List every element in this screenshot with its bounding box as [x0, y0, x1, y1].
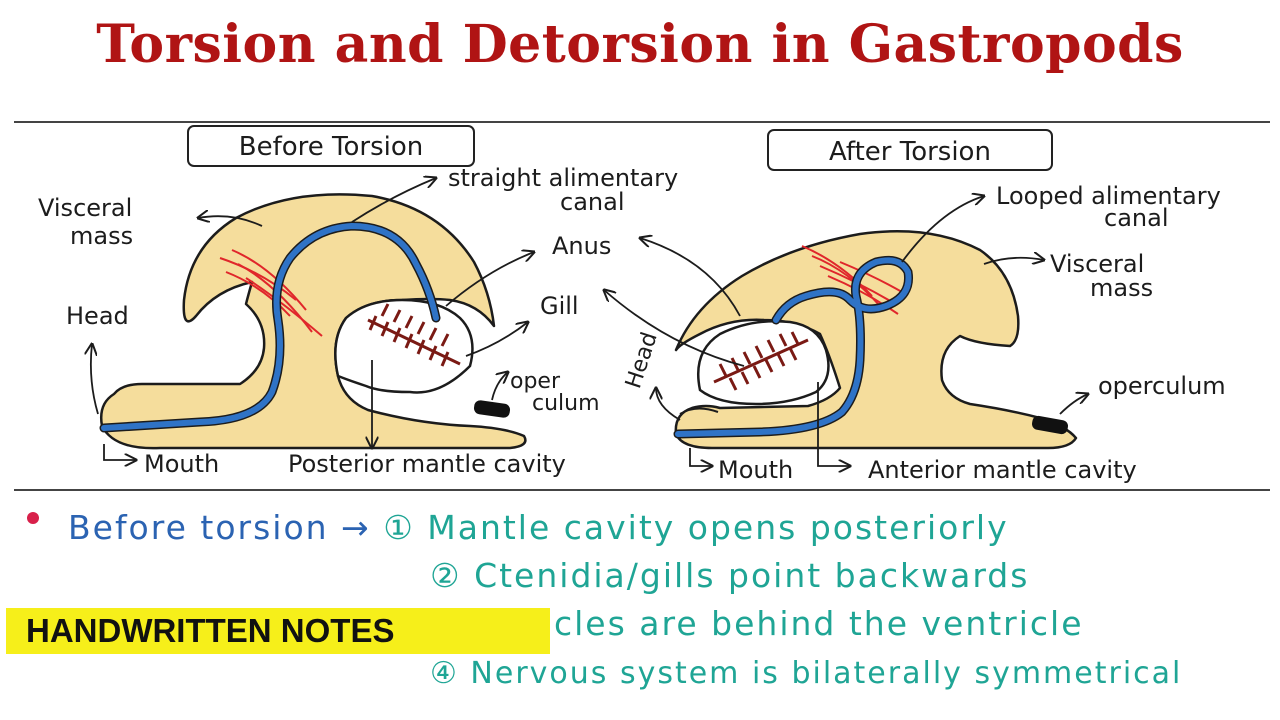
before-torsion-heading-box [187, 125, 475, 167]
before-anus-arrow [445, 252, 534, 307]
before-mouth-label: Mouth [144, 450, 219, 478]
after-operculum-arrow [1059, 394, 1088, 415]
before-canal-fill [101, 222, 439, 431]
after-canal-label: Looped alimentary [996, 182, 1221, 210]
after-operculum-label: operculum [1098, 372, 1226, 400]
before-mantle-cavity [334, 298, 474, 394]
before-operculum-label: oper [510, 369, 561, 394]
after-nerves [801, 245, 903, 315]
after-head-label: Head [621, 329, 663, 391]
after-mouth-arrow [689, 448, 712, 466]
before-operculum-arrow [491, 372, 508, 401]
before-visceral-mass-label-2: mass [70, 222, 133, 250]
after-mouth-label: Mouth [718, 456, 793, 484]
before-gill-label: Gill [540, 292, 579, 320]
after-gill-arrow [604, 290, 745, 367]
handwritten-notes-banner: HANDWRITTEN NOTES [6, 608, 550, 654]
before-torsion-heading: Before Torsion [239, 132, 424, 162]
after-torsion-heading-box [767, 129, 1053, 171]
before-operculum-label-2: culum [532, 391, 600, 416]
after-canal-arrow [901, 196, 984, 263]
before-canal-arrow [351, 178, 436, 223]
before-mouth-arrow [103, 444, 136, 460]
after-mantle-cavity-label: Anterior mantle cavity [868, 456, 1137, 484]
after-torsion-panel: After Torsion [604, 129, 1226, 484]
after-visceral-mass-label: Visceral [1050, 250, 1144, 278]
after-canal-fill [675, 257, 912, 437]
after-mantle-arrow [817, 382, 850, 466]
after-mantle-cavity [696, 319, 830, 406]
before-canal-label: straight alimentary [448, 164, 678, 192]
after-snail-body [674, 230, 1078, 450]
after-operculum [1032, 415, 1068, 435]
after-canal-label-2: canal [1104, 204, 1169, 232]
before-visceral-mass-label: Visceral [38, 194, 132, 222]
before-canal-label-2: canal [560, 188, 625, 216]
before-head-arrow [91, 344, 99, 415]
after-mouth-notch [679, 407, 719, 415]
page-title: Torsion and Detorsion in Gastropods [96, 14, 1184, 75]
after-head-arrow [656, 388, 681, 421]
before-gill-arrow [465, 322, 528, 357]
before-torsion-panel: Before Torsion [38, 125, 678, 478]
before-operculum [473, 400, 511, 418]
after-gill [713, 331, 809, 391]
before-nerves [219, 249, 323, 337]
before-snail-body [100, 193, 527, 450]
after-visceral-mass-label-2: mass [1090, 274, 1153, 302]
before-head-label: Head [66, 302, 129, 330]
after-visceral-arrow [983, 258, 1044, 264]
after-torsion-heading: After Torsion [829, 137, 991, 167]
after-anus-arrow [640, 238, 741, 317]
before-gill [367, 303, 461, 367]
before-anus-label: Anus [552, 232, 611, 260]
before-mantle-cavity-label: Posterior mantle cavity [288, 450, 566, 478]
before-visceral-arrow [198, 216, 263, 227]
